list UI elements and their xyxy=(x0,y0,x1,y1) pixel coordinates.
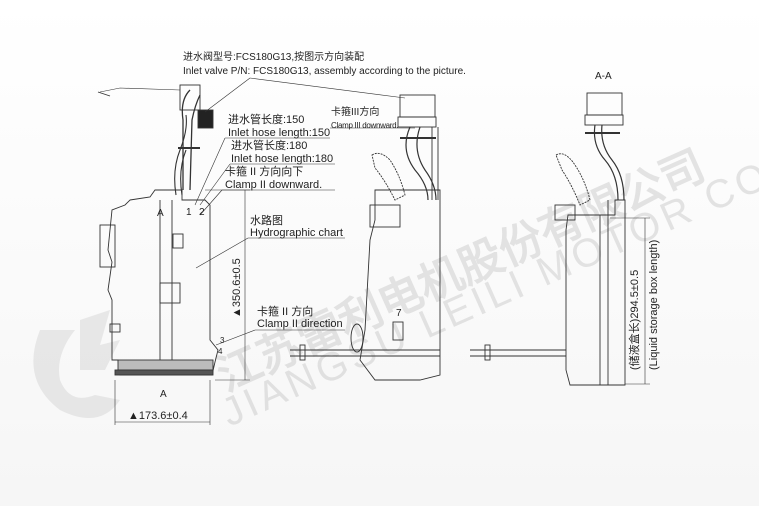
leader-lines xyxy=(194,77,415,346)
box-length-dimension-cn: (储液盒长)294.5±0.5 xyxy=(629,269,641,370)
clamp3-note-cn: 卡箍III方向 xyxy=(331,107,380,118)
watermark-logo xyxy=(33,310,121,418)
clamp2-down-note-en: Clamp II downward. xyxy=(225,179,323,191)
section-a-top-label: A xyxy=(157,208,164,219)
clamp3-note-en: Clamp III downward. xyxy=(331,121,399,130)
inlet-valve-note-en: Inlet valve P/N: FCS180G13, assembly acc… xyxy=(183,66,466,77)
clamp2-down-note-cn: 卡箍 II 方向向下 xyxy=(225,166,304,178)
front-view xyxy=(97,84,219,376)
height-dimension-line xyxy=(205,189,250,381)
port-4-label: 4 xyxy=(218,347,223,356)
hose-150-note-cn: 进水管长度:150 xyxy=(228,114,305,126)
hose-180-note-en: Inlet hose length:180 xyxy=(231,153,334,165)
hose-150-note-en: Inlet hose length:150 xyxy=(228,127,331,139)
hydro-chart-note-en: Hydrographic chart xyxy=(250,227,343,239)
width-dimension-line xyxy=(114,380,211,425)
inlet-valve-note-cn: 进水阀型号:FCS180G13,按图示方向装配 xyxy=(183,52,365,63)
side-view xyxy=(290,94,441,381)
box-length-dimension-line xyxy=(610,217,650,385)
port-3-label: 3 xyxy=(220,336,225,345)
part-7-label: 7 xyxy=(396,308,402,319)
section-a-bottom-label: A xyxy=(160,389,167,400)
clamp2-dir-note-en: Clamp II direction xyxy=(257,318,343,330)
port-1-label: 1 xyxy=(186,207,192,218)
width-dimension: ▲173.6±0.4 xyxy=(128,410,188,422)
section-view-a-a xyxy=(470,92,626,386)
height-dimension: ▲350.6±0.5 xyxy=(231,258,243,318)
clamp2-dir-note-cn: 卡箍 II 方向 xyxy=(257,306,314,318)
hose-180-note-cn: 进水管长度:180 xyxy=(231,140,308,152)
section-view-label: A-A xyxy=(595,71,612,82)
box-length-dimension-en: (Liquid storage box length) xyxy=(648,239,660,370)
hydro-chart-note-cn: 水路图 xyxy=(250,215,283,227)
port-2-label: 2 xyxy=(199,207,205,218)
